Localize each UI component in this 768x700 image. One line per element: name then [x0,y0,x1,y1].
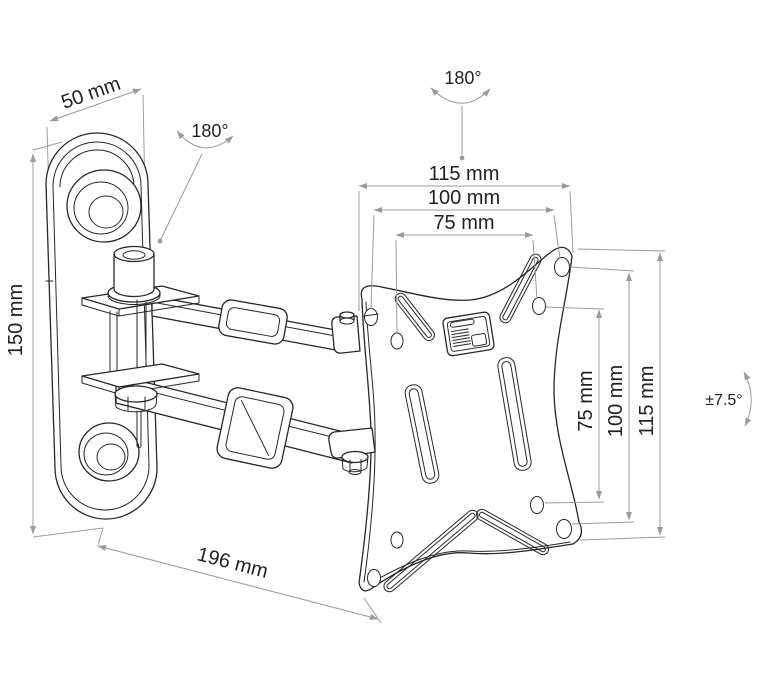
pivot-bolt [113,254,155,298]
dim-label-100mm-right: 100 mm [605,365,627,437]
wall-pivot-bracket [81,245,200,448]
dim-label-196mm: 196 mm [195,543,270,583]
vesa-plate [358,246,583,593]
wall-plate-hole-top [66,169,142,243]
dim-label-150mm: 150 mm [5,284,27,356]
dimension-plate-widths: 115 mm 100 mm 75 mm [358,163,571,239]
wall-plate-hole-bottom [78,422,140,482]
cable-clip-lower [216,387,294,469]
label-tilt: ±7.5° [705,392,742,409]
dimension-arm-reach: 196 mm [97,543,382,624]
dimension-plate-heights: 75 mm 100 mm 115 mm [575,252,664,536]
vesa-rib-top-left [394,292,435,342]
annotation-swivel-plate: 180° [430,68,491,161]
plate-pivot-upper [331,311,361,354]
dim-label-50mm: 50 mm [59,73,124,114]
dim-label-100mm-top: 100 mm [428,187,500,209]
dim-label-115mm-right: 115 mm [636,366,658,437]
latch-mechanism [442,311,495,357]
pivot-nut [114,385,158,448]
plate-pivot-lower [328,427,376,475]
dim-label-115mm-top: 115 mm [429,163,500,185]
product-drawing [45,132,583,593]
dimension-wall-plate-height: 150 mm [5,141,104,546]
cable-clip-upper [218,299,288,345]
vesa-rib-top-right [499,253,542,324]
label-180-plate: 180° [444,68,481,88]
dim-label-75mm-right: 75 mm [575,370,597,431]
vesa-slot-left [404,384,440,484]
annotation-tilt-range: ±7.5° [705,371,752,427]
annotation-swivel-wall: 180° [157,121,234,244]
label-180-wall: 180° [191,121,228,141]
vesa-holes [363,257,572,587]
vesa-rib-bottom-right [476,508,549,556]
dimension-annotations: 50 mm 150 mm 196 mm 115 mm 100 mm 75 mm … [5,68,752,624]
dim-label-75mm-top: 75 mm [433,212,494,234]
wall-plate [45,132,158,520]
vesa-slot-right [497,357,532,471]
extension-lines-overlay [358,190,666,541]
